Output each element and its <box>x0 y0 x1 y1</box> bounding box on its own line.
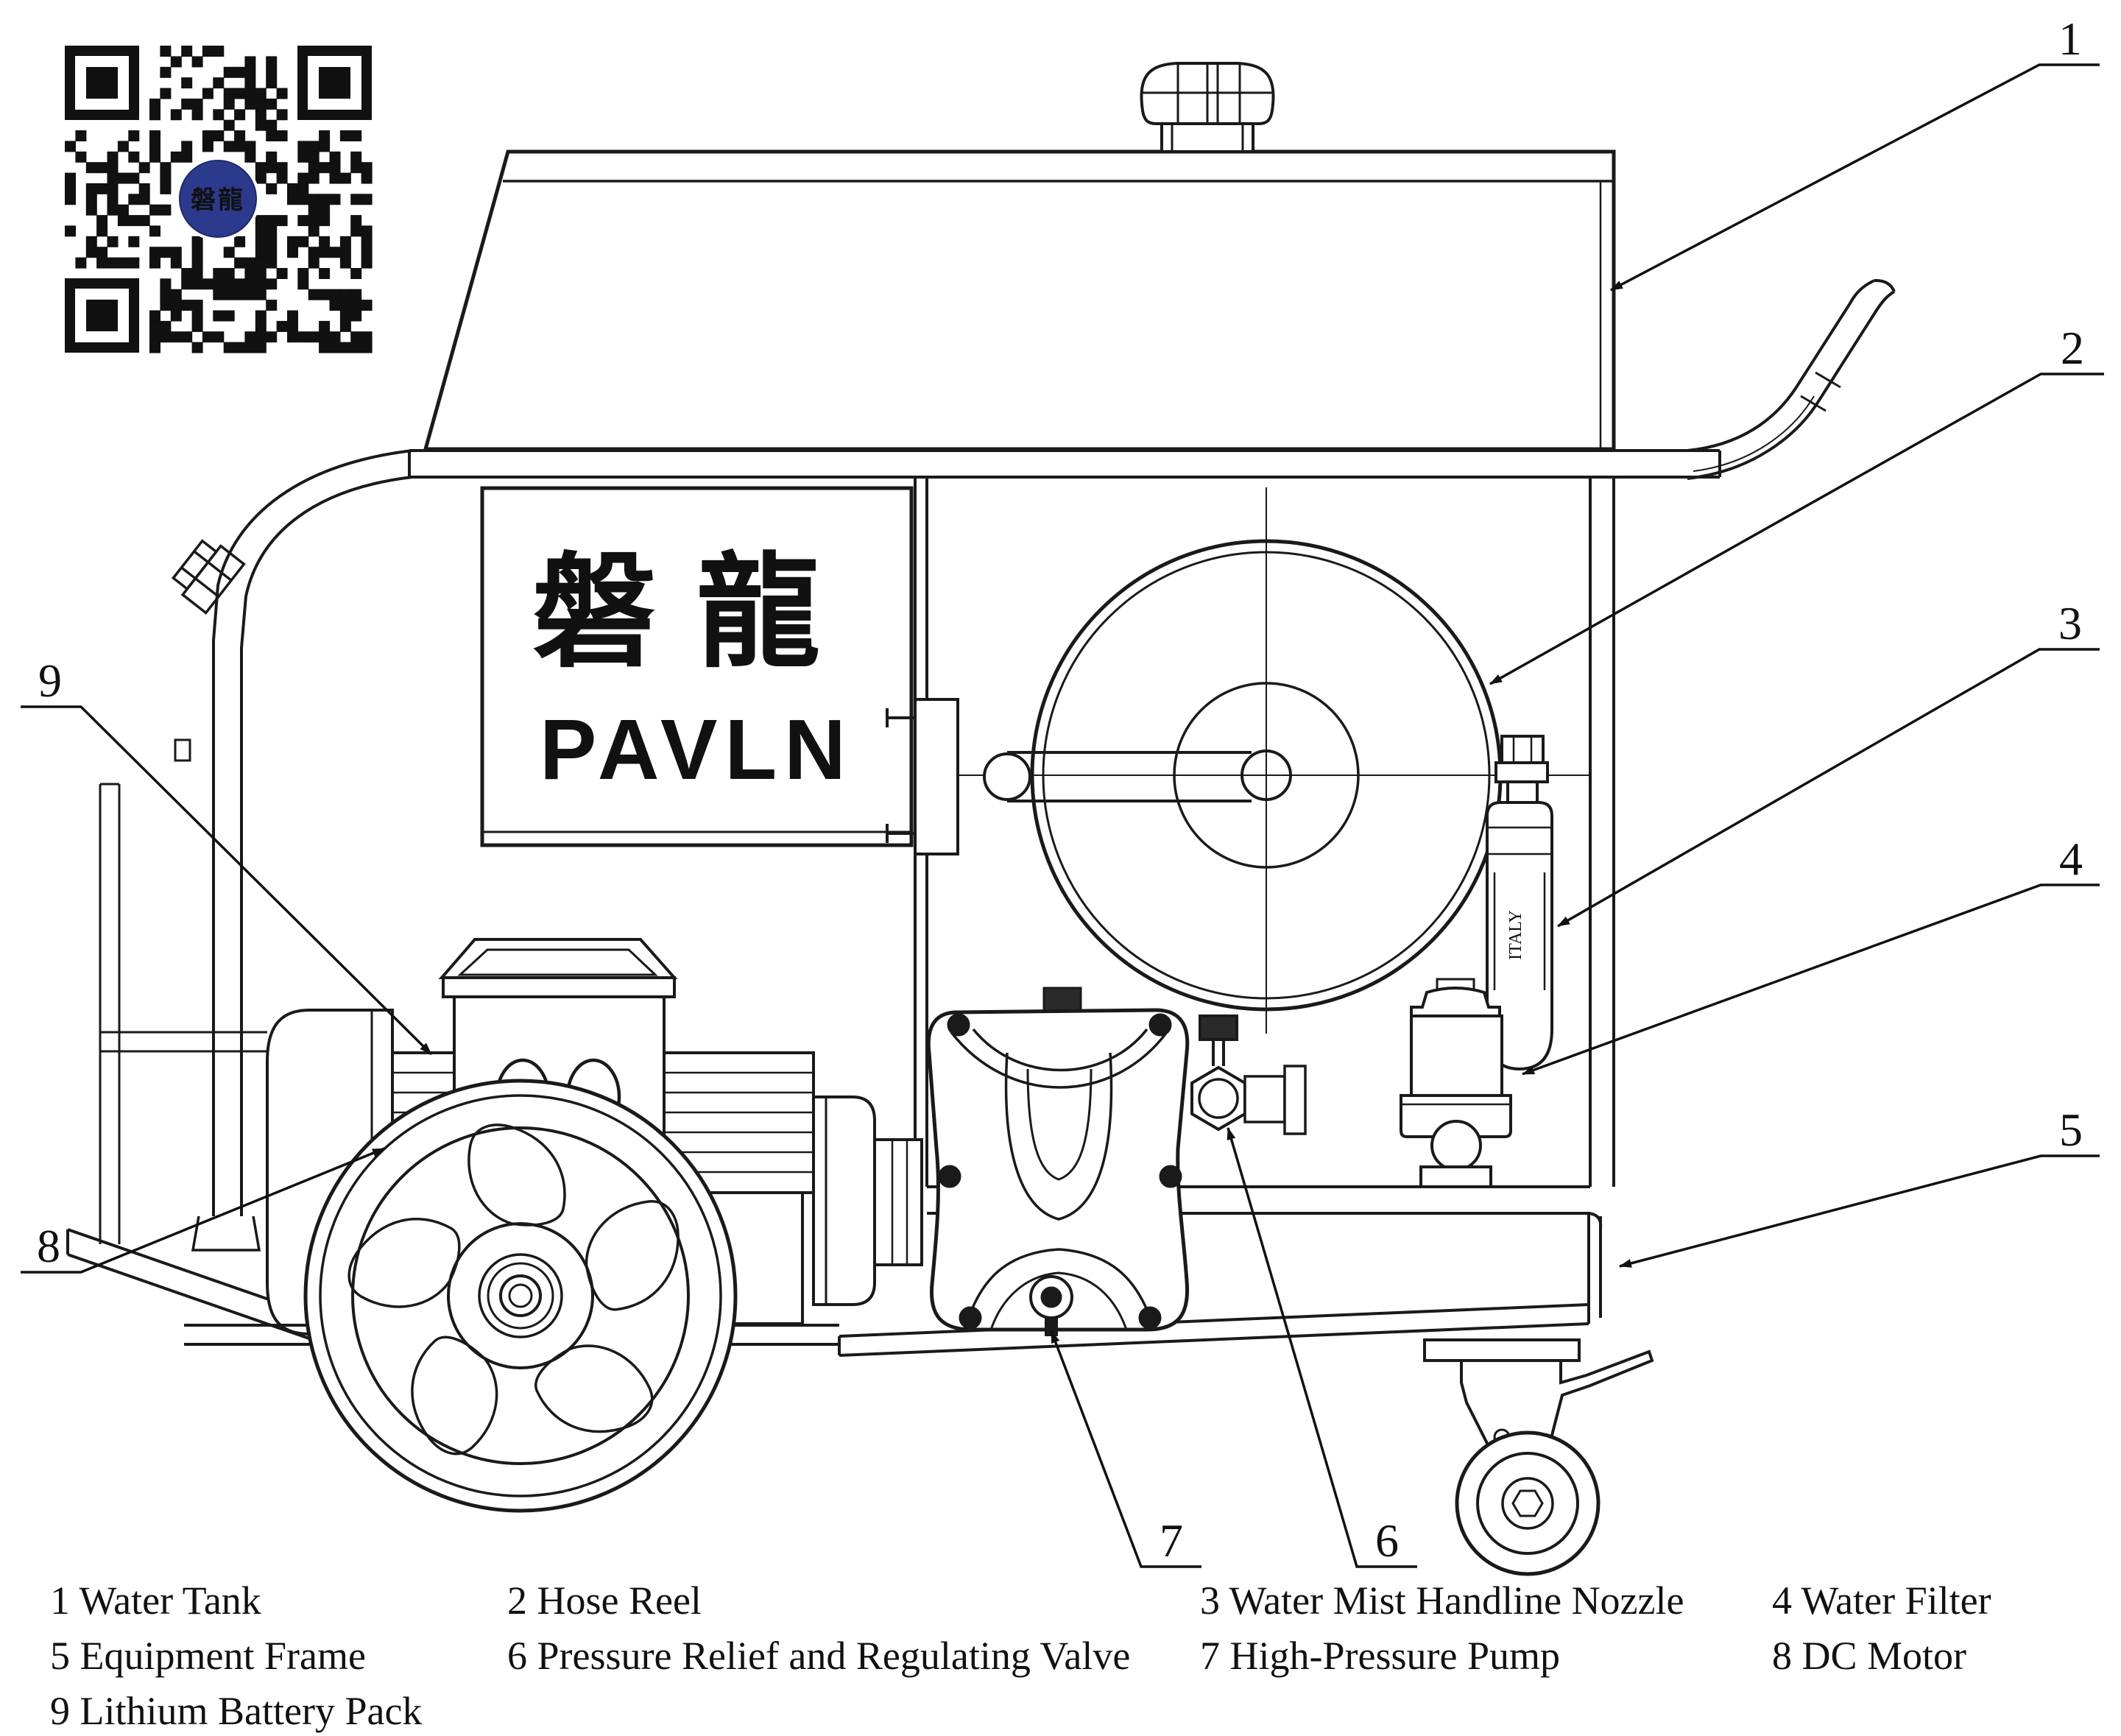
nozzle-side-label: ITALY <box>1506 910 1525 960</box>
water-tank <box>423 149 1616 451</box>
high-pressure-pump <box>926 987 1190 1336</box>
leader-3 <box>1557 648 2100 928</box>
qr-modules <box>65 46 373 353</box>
leader-7 <box>1050 1330 1201 1568</box>
callout-number-4: 4 <box>2059 833 2083 885</box>
water-mist-handline-nozzle: ITALY <box>1486 735 1553 1071</box>
legend-item: 5 Equipment Frame <box>50 1634 366 1678</box>
legend-item: 8 DC Motor <box>1772 1634 1966 1678</box>
qr-code: 磐龍 <box>65 46 373 353</box>
leader-8 <box>21 1147 385 1274</box>
pressure-relief-valve <box>1190 1015 1307 1135</box>
callout-number-8: 8 <box>37 1220 60 1272</box>
leader-5 <box>1619 1154 2100 1268</box>
legend-item: 6 Pressure Relief and Regulating Valve <box>507 1634 1130 1678</box>
qr-finder-top-left <box>65 46 139 120</box>
brand-chinese-text: 磐龍 <box>532 543 861 682</box>
tank-cap <box>1140 62 1275 153</box>
callout-number-5: 5 <box>2059 1104 2083 1156</box>
legend-item: 7 High-Pressure Pump <box>1200 1634 1560 1678</box>
callout-number-9: 9 <box>38 654 62 707</box>
brand-latin-text: PAVLN <box>540 702 853 797</box>
main-wheel <box>303 1079 738 1513</box>
callout-number-7: 7 <box>1160 1514 1183 1567</box>
tank-valve-fitting <box>171 539 246 615</box>
leader-9 <box>21 705 433 1056</box>
legend-item: 1 Water Tank <box>50 1578 261 1623</box>
callout-number-2: 2 <box>2061 322 2084 374</box>
push-handle <box>1687 278 1896 480</box>
qr-center-logo: 磐龍 <box>176 157 260 241</box>
qr-logo-text: 磐龍 <box>191 186 245 214</box>
leader-2 <box>1489 373 2104 685</box>
callout-number-1: 1 <box>2058 13 2082 65</box>
qr-finder-top-right <box>297 46 372 120</box>
callout-number-6: 6 <box>1375 1514 1399 1567</box>
legend-item: 9 Lithium Battery Pack <box>50 1689 422 1733</box>
leader-1 <box>1610 63 2100 292</box>
brand-panel: 磐龍 PAVLN <box>480 486 914 847</box>
leader-4 <box>1522 883 2100 1076</box>
leader-6 <box>1227 1127 1417 1568</box>
legend-item: 2 Hose Reel <box>507 1578 702 1623</box>
hose-reel <box>886 487 1589 1034</box>
wheel-spoke-cutouts <box>347 1123 680 1456</box>
water-filter <box>1400 978 1512 1188</box>
legend-item: 4 Water Filter <box>1772 1578 1991 1623</box>
callout-number-3: 3 <box>2058 597 2082 649</box>
legend-item: 3 Water Mist Handline Nozzle <box>1200 1578 1684 1623</box>
callouts: 1 2 3 4 5 6 7 8 9 <box>21 13 2104 1568</box>
legend: 1 Water Tank 2 Hose Reel 3 Water Mist Ha… <box>50 1578 1991 1733</box>
caster-wheel <box>1423 1338 1654 1576</box>
qr-finder-bottom-left <box>65 278 139 353</box>
